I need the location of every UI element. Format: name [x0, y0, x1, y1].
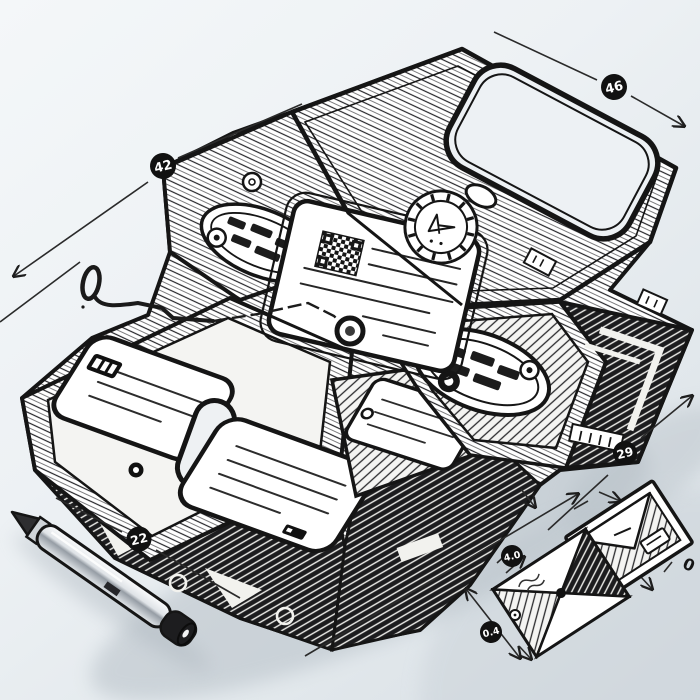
deco-ticket-flap: [522, 247, 558, 277]
paper-plane-icon: [427, 213, 456, 234]
unfolded-box: [20, 46, 694, 653]
pen-highlight: [50, 531, 123, 583]
panel-b-lines: [209, 445, 347, 515]
fold-lines: [169, 111, 463, 354]
pin-dot: [81, 305, 85, 309]
tiny-seal-dot: [513, 613, 517, 617]
dim-tick-env-5: [518, 645, 531, 659]
tray-grommet: [128, 462, 144, 478]
spiral-mark-inner: [248, 178, 256, 186]
envelope-bottom-fold: [534, 591, 633, 660]
pen-label-band: [103, 581, 121, 597]
dim-line-42-c: [0, 261, 81, 323]
flap-shadow: [564, 405, 700, 531]
badge-22: 22: [126, 526, 152, 552]
postal-stamp: [403, 189, 479, 265]
envelope-scribble: [518, 573, 540, 588]
badge-46-label: 46: [604, 79, 625, 98]
pin-wire: [93, 295, 215, 323]
wall-spiral: [168, 573, 188, 593]
note-tick: [663, 561, 673, 573]
dim-line-46-a: [493, 31, 598, 81]
flap-chevron2: [584, 342, 641, 365]
dim-line-22-a: [55, 497, 123, 533]
wall-ticket: [396, 532, 444, 563]
badge-29: 29: [613, 441, 637, 465]
folded-envelope-icon-front: [489, 526, 633, 660]
flap-tag: [635, 288, 669, 316]
stamp-dot: [429, 239, 433, 243]
pen-shadow: [14, 533, 210, 671]
stamp-dot: [439, 241, 443, 246]
tray-panel-b: [177, 417, 376, 554]
dim-line-42-b: [177, 103, 303, 159]
badge-0-4-label: 0.4: [482, 625, 501, 640]
envelope-flap: [576, 491, 652, 550]
dim-tick-env-1: [520, 488, 535, 507]
panel-a-lines: [88, 367, 208, 423]
dimension-badges: 42 46 22 29 4.0 0.4 0: [126, 73, 698, 643]
wire-pin: [80, 265, 215, 323]
flap-chevron: [598, 326, 665, 432]
badge-4-0: 4.0: [501, 545, 523, 567]
address-lines: [299, 247, 462, 347]
badge-29-label: 29: [615, 444, 635, 462]
string-and-button: [212, 301, 366, 347]
dim-line-46-b: [630, 95, 684, 126]
stamp-ring-lettering: [407, 193, 475, 261]
flap-oval-tab: [464, 183, 498, 209]
closure-string: [212, 301, 349, 331]
qr-code: [314, 230, 365, 277]
dim-line-42-a: [14, 181, 149, 276]
spiral-mark: [241, 171, 263, 193]
closure-button-center: [345, 326, 355, 336]
seal3-dot: [526, 367, 533, 374]
panel-a-stamp: [86, 353, 123, 379]
dim-line-29-b: [640, 396, 692, 439]
dim-line-22-b: [155, 549, 241, 599]
flap-mark: [613, 527, 632, 537]
pin-loop: [80, 265, 102, 301]
panel-b-tag: [282, 524, 307, 540]
badge-0-4: 0.4: [480, 621, 502, 643]
badge-22-label: 22: [129, 530, 150, 549]
envelope-scribble: [526, 579, 545, 592]
badge-42-label: 42: [153, 158, 174, 177]
flap-window-cutout: [443, 62, 661, 242]
badge-42: 42: [150, 153, 176, 179]
envelope-center-knot: [556, 588, 566, 598]
wall-spiral: [275, 606, 295, 626]
compartment-tab: [360, 407, 374, 420]
badge-4-0-label: 4.0: [503, 549, 522, 564]
note-arrow: [641, 576, 652, 589]
envelope-top-fold: [489, 526, 588, 595]
pen: [10, 510, 198, 647]
dim-line-bottom-edge: [304, 494, 578, 657]
wall-triangle: [205, 568, 262, 608]
envelope-tag: [639, 527, 671, 555]
pen-cap-dot: [182, 629, 189, 638]
badge-46: 46: [601, 73, 627, 100]
dim-tick-env-2: [598, 492, 620, 501]
seal2-dot: [213, 234, 220, 241]
